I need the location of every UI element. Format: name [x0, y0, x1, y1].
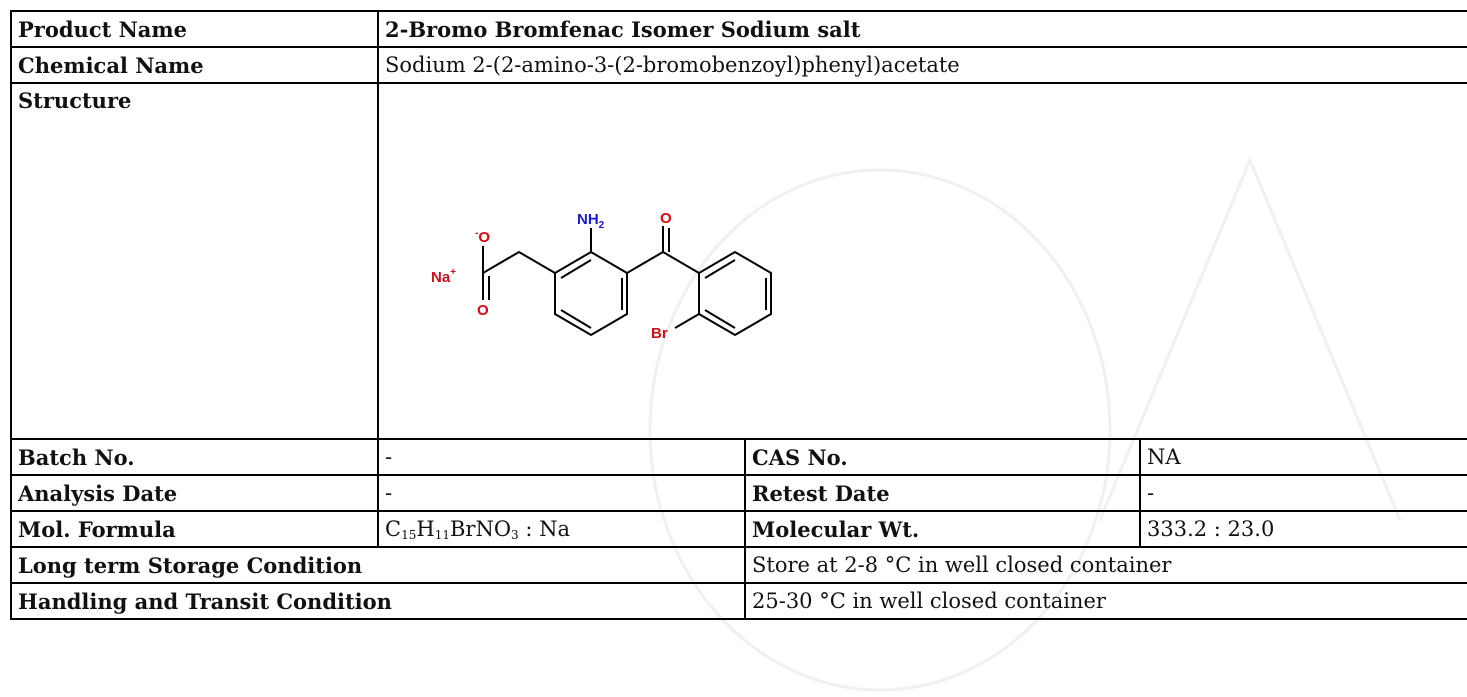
row-storage: Long term Storage Condition Store at 2-8… [10, 546, 1467, 584]
handling-value: 25-30 °C in well closed container [743, 582, 1467, 620]
atom-o-top: O [660, 210, 672, 227]
atom-na: Na [431, 269, 451, 286]
retest-date-label: Retest Date [744, 474, 1141, 512]
handling-label: Handling and Transit Condition [10, 582, 746, 620]
mol-formula-label: Mol. Formula [10, 510, 379, 548]
batch-no-label: Batch No. [10, 438, 379, 476]
product-spec-table: Product Name 2-Bromo Bromfenac Isomer So… [10, 10, 1467, 620]
chemical-name-label: Chemical Name [10, 46, 379, 84]
svg-text:Na+: Na+ [431, 267, 456, 286]
atom-o-bottom: O [477, 302, 489, 319]
atom-br: Br [651, 325, 668, 342]
atom-o-minus: O [478, 229, 490, 246]
row-formula-weight: Mol. Formula C15H11BrNO3 : Na Molecular … [10, 510, 1467, 548]
retest-date-value: - [1138, 474, 1467, 512]
row-product-name: Product Name 2-Bromo Bromfenac Isomer So… [10, 10, 1467, 48]
row-dates: Analysis Date - Retest Date - [10, 474, 1467, 512]
chemical-name-value: Sodium 2-(2-amino-3-(2-bromobenzoyl)phen… [376, 46, 1467, 84]
cas-no-label: CAS No. [744, 438, 1141, 476]
product-name-value: 2-Bromo Bromfenac Isomer Sodium salt [376, 10, 1467, 48]
chemical-structure-diagram: Na+ -O O NH2 O Br [431, 210, 772, 342]
atom-o-minus-charge: - [475, 228, 478, 239]
analysis-date-value: - [377, 474, 746, 512]
molecular-wt-value: 333.2 : 23.0 [1138, 510, 1467, 548]
atom-nh-sub: 2 [599, 220, 605, 231]
row-structure: Structure [10, 82, 1467, 440]
mol-formula-value: C15H11BrNO3 : Na [377, 510, 746, 548]
structure-label: Structure [10, 82, 379, 440]
storage-value: Store at 2-8 °C in well closed container [743, 546, 1467, 584]
atom-na-charge: + [450, 267, 456, 278]
row-batch-cas: Batch No. - CAS No. NA [10, 438, 1467, 476]
analysis-date-label: Analysis Date [10, 474, 379, 512]
row-handling: Handling and Transit Condition 25-30 °C … [10, 582, 1467, 620]
storage-label: Long term Storage Condition [10, 546, 746, 584]
structure-cell: Na+ -O O NH2 O Br [376, 82, 1467, 440]
svg-text:-O: -O [475, 228, 490, 246]
atom-nh: NH [577, 211, 599, 228]
product-name-label: Product Name [10, 10, 379, 48]
svg-text:NH2: NH2 [577, 211, 605, 231]
molecular-wt-label: Molecular Wt. [744, 510, 1141, 548]
row-chemical-name: Chemical Name Sodium 2-(2-amino-3-(2-bro… [10, 46, 1467, 84]
batch-no-value: - [377, 438, 746, 476]
cas-no-value: NA [1138, 438, 1467, 476]
